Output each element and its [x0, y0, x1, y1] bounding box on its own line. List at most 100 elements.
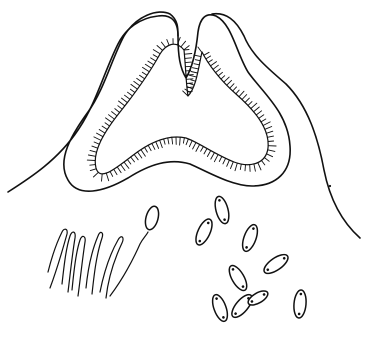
hymenium-fringe-line — [254, 107, 260, 112]
hymenium-fringe-line — [198, 47, 202, 53]
ascus-1 — [48, 229, 67, 288]
hymenium-fringe-line — [143, 67, 150, 71]
hymenium-fringe-line — [193, 142, 196, 149]
hymenium-fringe-line — [248, 102, 252, 106]
hymenium-fringe-line — [207, 151, 210, 157]
hymenium-fringe-line — [239, 91, 244, 97]
hymenium-fringe-line — [134, 154, 138, 159]
hymenium-fringe-line — [267, 154, 273, 157]
hymenium-fringe-line — [112, 112, 117, 116]
hymenium-fringe-line — [223, 158, 226, 164]
hymenium-fringe-line — [211, 153, 215, 160]
hymenium-fringe-line — [224, 77, 229, 82]
hymenium-fringe-line — [168, 138, 169, 144]
hymenium-fringe-line — [196, 144, 200, 151]
hymenium-fringe-line — [251, 103, 257, 108]
hymenium-fringe-line — [94, 142, 99, 144]
hymenium-fringe-line — [140, 75, 145, 79]
hymenium-fringe-line — [194, 64, 200, 65]
ascus-6-spore — [143, 205, 161, 231]
hymenium-fringe-line — [167, 40, 169, 46]
hymenium-fringe-line — [109, 115, 115, 120]
hymenium-fringe-line — [233, 87, 237, 91]
hymenium-fringe-line — [191, 80, 196, 81]
hymenium-fringe-line — [121, 165, 125, 171]
hymenium-fringe-line — [208, 60, 212, 63]
hymenium-fringe-line — [90, 165, 96, 166]
hymenium-fringe-line — [256, 111, 261, 115]
hymenium-fringe-line — [102, 126, 107, 129]
hymenium-fringe-line — [160, 140, 163, 148]
hymenium-fringe-line — [131, 84, 138, 89]
hymenium-fringe-line — [221, 76, 225, 79]
hymenium-fringe-line — [172, 137, 173, 144]
hymenium-fringe-line — [90, 150, 97, 152]
fruiting-body-outline — [64, 12, 290, 191]
hymenium-fringe-line — [189, 141, 192, 147]
ascospore — [210, 293, 231, 323]
hymenium-fringe-line — [235, 163, 237, 171]
hymenium-fringe-line — [258, 163, 261, 170]
ascospore-body — [226, 263, 250, 293]
hymenium-fringe-line — [261, 160, 264, 165]
fruiting-body-outer-wall — [64, 12, 290, 191]
hymenium-fringe-line — [206, 56, 211, 59]
hymenium-fringe-line — [145, 64, 151, 68]
hymenium-fringe-line — [153, 55, 158, 58]
hymenium-fringe-line — [216, 69, 221, 73]
hymenium-fringe-line — [186, 139, 188, 145]
hymenium-fringe-line — [231, 162, 234, 169]
hymenium-fringe-line — [214, 155, 218, 162]
ascospore-body — [246, 288, 270, 308]
hymenium-fringe-line — [97, 133, 104, 137]
hymenium-fringe-line — [88, 155, 95, 156]
hymenium-fringe-line — [185, 58, 192, 59]
hymenium-fringe-line — [106, 118, 113, 123]
speck — [329, 185, 331, 187]
hymenium-fringe-line — [263, 122, 270, 126]
hymenium-fringe-line — [227, 80, 232, 85]
hymenium-fringe-line — [189, 83, 194, 85]
hymenium-fringe-line — [152, 143, 155, 149]
ascospore — [293, 290, 307, 319]
hymenium-fringe-line — [191, 72, 198, 74]
hymenium-fringe-line — [268, 141, 274, 142]
hymenium-fringe-line — [122, 98, 128, 103]
hymenium-fringe-line — [153, 50, 160, 54]
ascus-6-stalk — [110, 232, 148, 296]
hymenium-fringe-line — [245, 165, 246, 171]
hymenium-fringe-line — [148, 145, 151, 150]
hymenium-fringe-line — [93, 172, 98, 177]
hymenium-fringe-line — [181, 41, 186, 47]
hymenium-fringe-line — [118, 106, 122, 110]
ascospore — [213, 195, 232, 225]
hymenium-fringe-line — [267, 136, 273, 137]
hymenium-fringe-line — [114, 169, 117, 174]
hymenium-fringe-line — [164, 139, 166, 144]
hymenium-fringe-line — [141, 150, 146, 157]
hymenium-fringe-line — [131, 157, 135, 162]
hymenium-fringe-line — [94, 137, 101, 141]
hymenium-fringe-line — [230, 84, 234, 89]
hymenium-fringe-line — [186, 79, 193, 80]
hymenium-fringe-line — [90, 169, 96, 171]
hymenium-fringe-line — [265, 127, 272, 130]
outer-tissue-outline — [8, 14, 360, 238]
hymenium-fringe-line — [242, 95, 247, 100]
ascospore-body — [261, 251, 291, 277]
hymenium-fringe-line — [110, 171, 113, 176]
hymenium-fringe — [87, 37, 276, 181]
ascospore-body — [240, 223, 261, 253]
hymenium-fringe-line — [128, 92, 133, 96]
hymenium-fringe-line — [192, 68, 198, 69]
hymenium-fringe-line — [134, 81, 140, 85]
ascus-5 — [100, 237, 123, 298]
hymenium-fringe-line — [106, 173, 108, 181]
ascospore — [261, 251, 291, 277]
hymenium-fringe-line — [145, 147, 148, 152]
hymenium-fringe-line — [161, 42, 165, 47]
hymenium-fringe-line — [261, 119, 266, 122]
hymenium-fringe-line — [137, 78, 143, 82]
hymenium-fringe-line — [259, 115, 264, 119]
